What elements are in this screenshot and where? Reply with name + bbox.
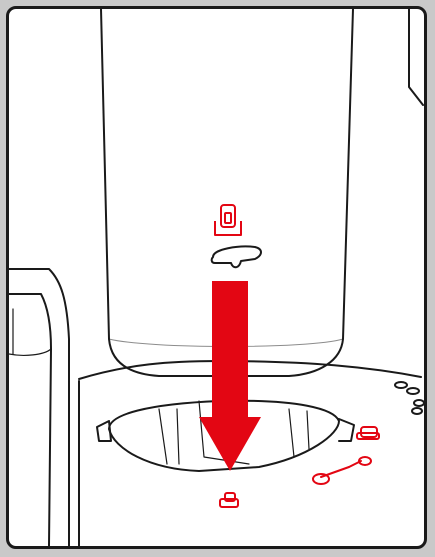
control-buttons xyxy=(394,381,424,415)
upper-unit xyxy=(100,9,424,377)
lock-symbol-icon xyxy=(214,204,242,236)
side-jug xyxy=(9,268,70,546)
down-arrow-icon xyxy=(199,281,261,471)
assembly-diagram xyxy=(9,9,424,546)
lock-indicator-icon xyxy=(356,426,380,440)
key-part xyxy=(210,245,262,269)
small-lock-symbol-icon xyxy=(219,492,239,508)
unlock-direction-icon xyxy=(312,456,372,485)
illustration-panel xyxy=(6,6,427,549)
